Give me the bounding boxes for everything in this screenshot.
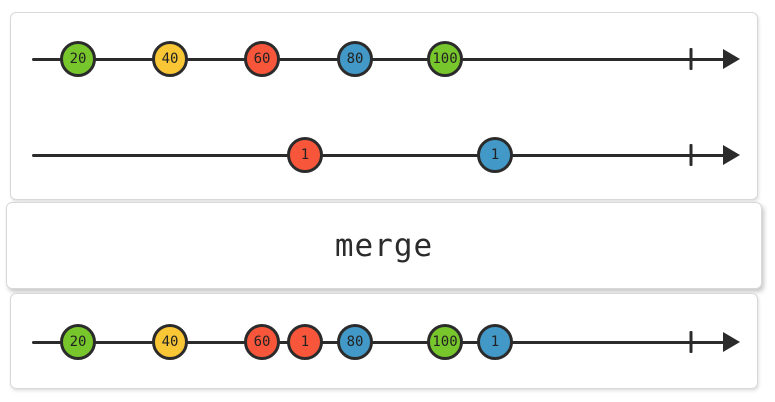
operator-label: merge <box>334 227 434 264</box>
complete-tick <box>689 331 693 353</box>
arrowhead-icon <box>723 332 740 352</box>
complete-tick <box>689 48 693 70</box>
operator-panel: merge <box>6 202 762 289</box>
marble-80[interactable]: 80 <box>337 324 373 360</box>
arrowhead-icon <box>723 49 740 69</box>
marble-20[interactable]: 20 <box>60 324 96 360</box>
marble-100[interactable]: 100 <box>427 41 463 77</box>
marble-60[interactable]: 60 <box>244 41 280 77</box>
marble-40[interactable]: 40 <box>152 41 188 77</box>
complete-tick <box>689 144 693 166</box>
marble-40[interactable]: 40 <box>152 324 188 360</box>
marble-1[interactable]: 1 <box>477 324 513 360</box>
marble-100[interactable]: 100 <box>427 324 463 360</box>
timeline-line <box>32 57 726 61</box>
arrowhead-icon <box>723 145 740 165</box>
marble-1[interactable]: 1 <box>477 137 513 173</box>
timeline-line <box>32 340 726 344</box>
marble-80[interactable]: 80 <box>337 41 373 77</box>
marble-60[interactable]: 60 <box>244 324 280 360</box>
timeline-line <box>32 153 726 157</box>
marble-20[interactable]: 20 <box>60 41 96 77</box>
sources-panel <box>10 12 758 200</box>
marble-1[interactable]: 1 <box>287 324 323 360</box>
marble-1[interactable]: 1 <box>287 137 323 173</box>
